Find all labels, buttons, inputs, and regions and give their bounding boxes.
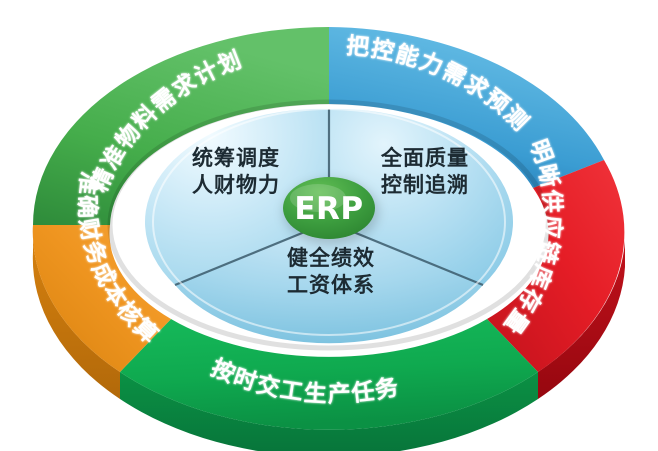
- inner-sector-performance-salary[interactable]: [175, 222, 483, 344]
- inner-label-performance-salary: 健全绩效 工资体系: [287, 246, 375, 297]
- inner-label-quality-control: 全面质量 控制追溯: [380, 146, 469, 197]
- inner-ring-shadow: [107, 99, 551, 351]
- ring-segment-capacity-forecast[interactable]: [329, 27, 604, 188]
- erp-center-badge[interactable]: ERP: [283, 177, 379, 245]
- ring-segment-supply-inventory[interactable]: [487, 160, 625, 372]
- inner-label-quality-control-line1: 全面质量: [380, 146, 469, 170]
- outer-ring-group: [32, 27, 625, 430]
- side-wall-finance: [32, 225, 120, 399]
- erp-center-ellipse: [283, 177, 375, 239]
- inner-label-resource-scheduling-line1: 统筹调度: [192, 146, 280, 170]
- ring-segment-production-delivery[interactable]: [120, 319, 538, 430]
- ring-segment-finance-cost[interactable]: [32, 225, 171, 372]
- inner-label-performance-salary-line2: 工资体系: [287, 273, 375, 297]
- side-wall-production: [120, 372, 538, 451]
- inner-label-quality-control-line2: 控制追溯: [381, 173, 469, 197]
- inner-labels: 统筹调度 人财物力 全面质量 控制追溯 健全绩效 工资体系: [192, 146, 469, 297]
- erp-center-label: ERP: [294, 191, 363, 227]
- inner-disc-rim: [152, 108, 506, 336]
- side-wall-supply: [538, 240, 625, 399]
- erp-center-highlight: [290, 184, 346, 212]
- ring-3d-side-walls: [32, 225, 625, 451]
- ring-segment-material-plan[interactable]: [33, 27, 329, 225]
- inner-label-performance-salary-line1: 健全绩效: [287, 246, 375, 270]
- inner-label-resource-scheduling-line2: 人财物力: [192, 173, 280, 197]
- inner-label-resource-scheduling: 统筹调度 人财物力: [192, 146, 280, 197]
